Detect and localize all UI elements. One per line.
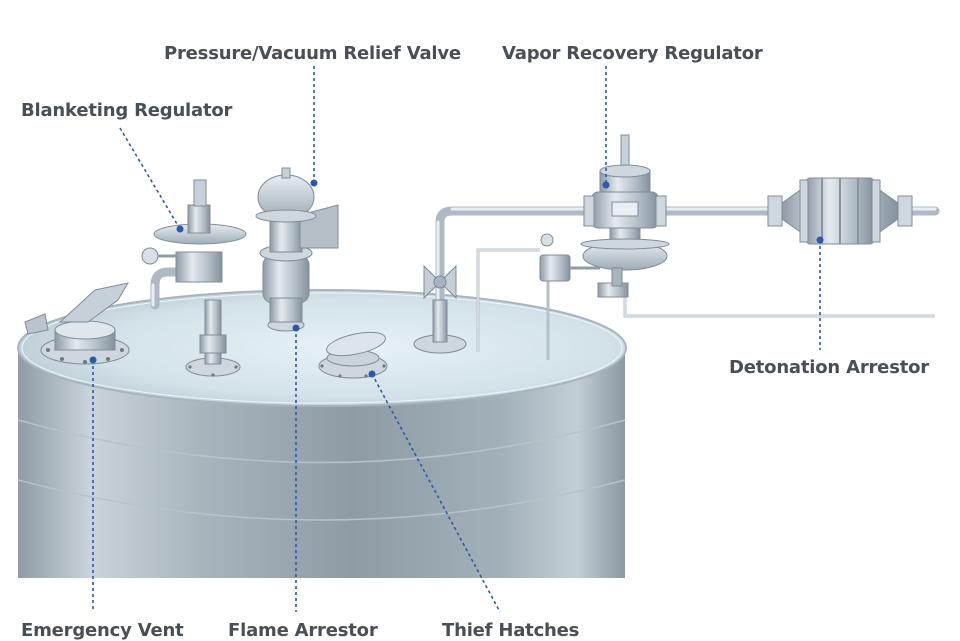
label-pressure-vacuum-relief-valve: Pressure/Vacuum Relief Valve [164, 43, 461, 64]
emergency-vent-icon [24, 282, 130, 365]
label-vapor-recovery-regulator: Vapor Recovery Regulator [502, 43, 763, 64]
valve-icon [413, 264, 467, 354]
detonation-arrestor-icon [767, 177, 913, 245]
label-emergency-vent: Emergency Vent [21, 620, 184, 641]
leader-lines [89, 66, 824, 613]
label-blanketing-regulator: Blanketing Regulator [21, 100, 233, 121]
label-thief-hatches: Thief Hatches [442, 620, 580, 641]
leader-blanketing-regulator [119, 127, 181, 230]
storage-tank [17, 289, 627, 578]
label-flame-arrestor: Flame Arrestor [228, 620, 378, 641]
label-detonation-arrestor: Detonation Arrestor [729, 357, 929, 378]
vapor-recovery-regulator-icon [539, 134, 670, 298]
pressure-vacuum-relief-valve-icon [255, 167, 339, 332]
